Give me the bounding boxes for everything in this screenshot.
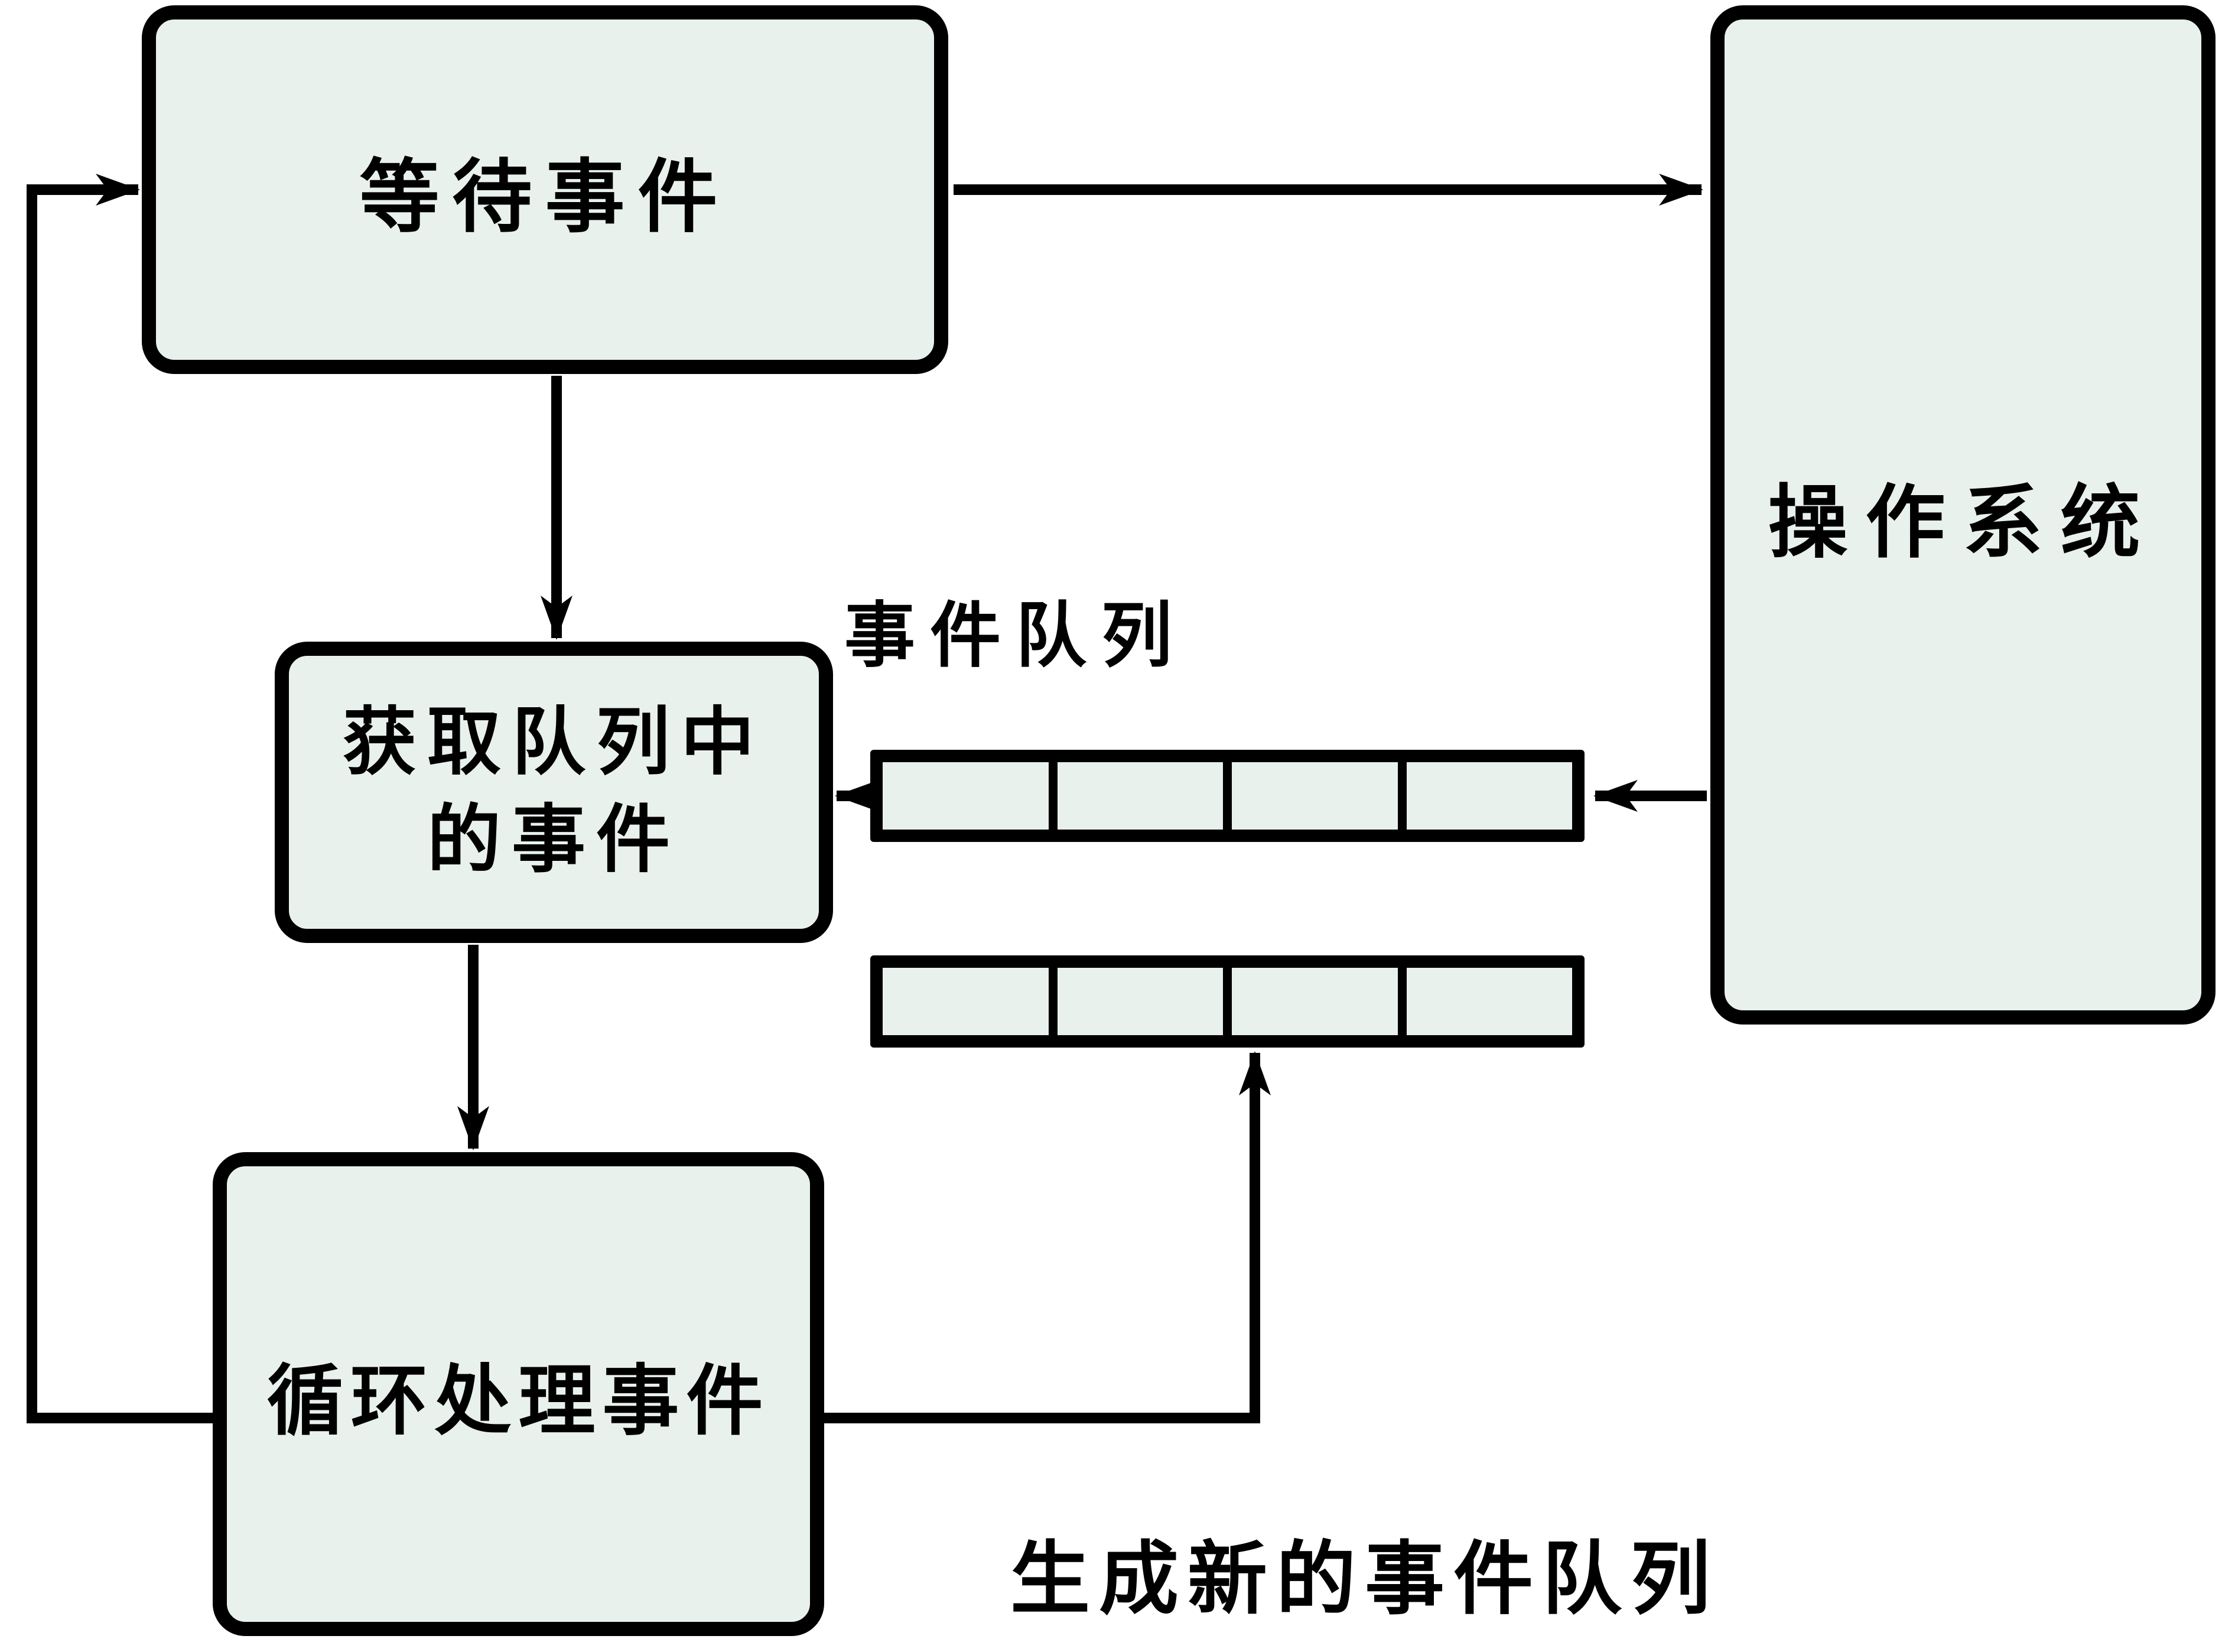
- event-queue: [870, 750, 1585, 842]
- queue-cell: [1406, 968, 1572, 1035]
- node-get-event-line1: 获取队列中: [343, 703, 765, 784]
- queue-cell: [1057, 762, 1223, 830]
- new-event-queue: [870, 955, 1585, 1048]
- node-wait-event-label: 等待事件: [359, 154, 731, 242]
- node-operating-system: 操作系统: [1710, 5, 2216, 1025]
- node-get-event-from-queue: 获取队列中 的事件: [275, 642, 833, 943]
- generate-new-queue-label: 生成新的事件队列: [1010, 1536, 1719, 1624]
- queue-cell: [1406, 762, 1572, 830]
- arrow-loop-to-newqueue: [815, 1051, 1271, 1423]
- node-operating-system-label: 操作系统: [1768, 479, 2158, 568]
- queue-cell: [1232, 762, 1398, 830]
- queue-cell: [883, 762, 1049, 830]
- node-loop-process-events: 循环处理事件: [213, 1152, 824, 1636]
- node-get-event-line2: 的事件: [427, 800, 681, 882]
- queue-cell: [1232, 968, 1398, 1035]
- node-loop-process-events-label: 循环处理事件: [266, 1359, 770, 1445]
- queue-cell: [883, 968, 1049, 1035]
- node-wait-event: 等待事件: [142, 5, 948, 374]
- event-queue-label: 事件队列: [844, 597, 1187, 675]
- queue-cell: [1057, 968, 1223, 1035]
